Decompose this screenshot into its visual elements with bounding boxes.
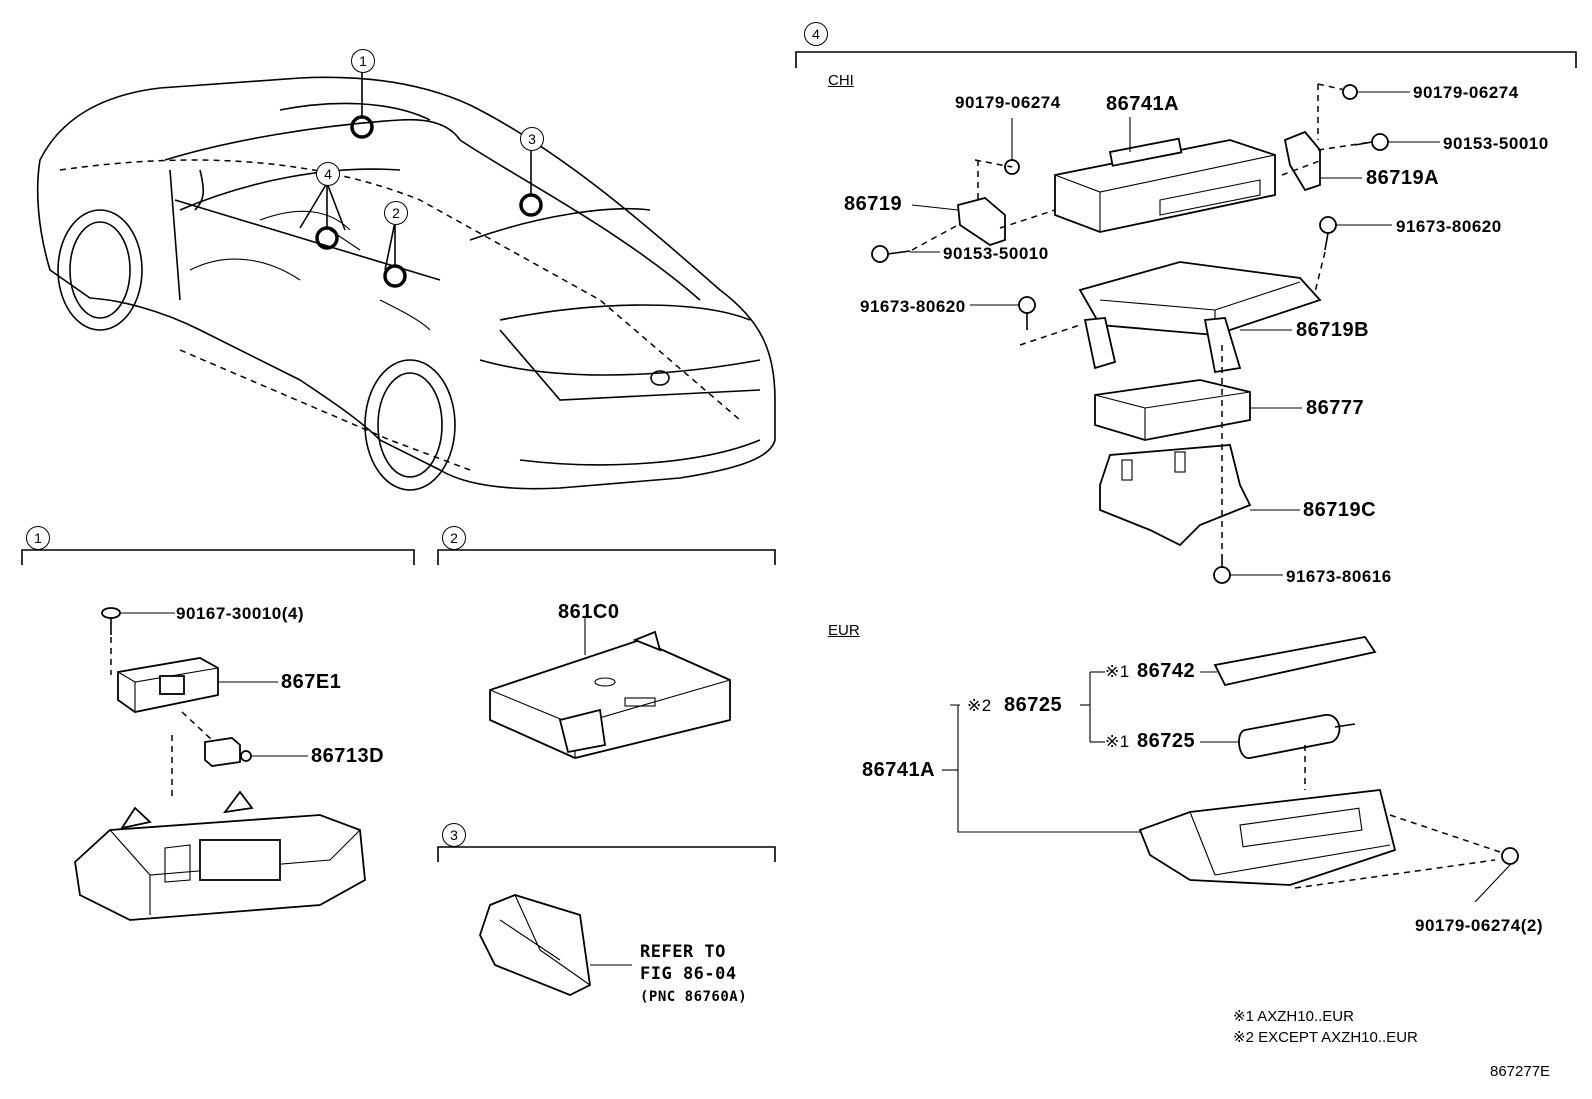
refer-to-text: REFER TO (640, 942, 726, 962)
mark-1-86742: ※1 (1105, 662, 1130, 681)
section-4-eur-parts (942, 636, 1519, 903)
part-86713D: 86713D (311, 745, 385, 767)
part-86741A-eur: 86741A (862, 759, 936, 781)
part-90153-50010-right: 90153-50010 (1443, 134, 1549, 153)
part-91673-80620-left: 91673-80620 (860, 297, 966, 316)
mark-2-86725: ※2 (967, 696, 992, 715)
section-1-parts (74, 607, 366, 921)
part-86725-bottom: 86725 (1137, 730, 1196, 752)
car-callout-3: 3 (520, 127, 544, 151)
car-callout-1: 1 (351, 49, 375, 73)
refer-pnc-text: (PNC 86760A) (640, 989, 748, 1005)
footnote-2: ※2 EXCEPT AXZH10..EUR (1233, 1029, 1418, 1046)
figure-id: 867277E (1490, 1063, 1551, 1080)
section-2-parts (489, 618, 731, 759)
part-86742: 86742 (1137, 660, 1196, 682)
car-callout-2: 2 (384, 201, 408, 225)
part-86719C: 86719C (1303, 499, 1377, 521)
section-3-parts (479, 894, 632, 996)
part-861C0: 861C0 (558, 601, 620, 623)
part-90179-06274-left: 90179-06274 (955, 93, 1061, 112)
part-86725-top: 86725 (1004, 694, 1063, 716)
section-2-number: 2 (442, 526, 466, 550)
car-callout-4: 4 (316, 162, 340, 186)
part-91673-80620-right: 91673-80620 (1396, 217, 1502, 236)
part-867E1: 867E1 (281, 671, 342, 693)
section-4-chi-parts (871, 83, 1440, 584)
part-90179-06274-2: 90179-06274(2) (1415, 916, 1543, 935)
part-86777: 86777 (1306, 397, 1365, 419)
part-86719: 86719 (844, 193, 903, 215)
part-86741A-chi: 86741A (1106, 93, 1180, 115)
part-90153-50010-left: 90153-50010 (943, 244, 1049, 263)
footnote-1: ※1 AXZH10..EUR (1233, 1008, 1354, 1025)
region-eur-label: EUR (828, 622, 860, 639)
part-90167-30010: 90167-30010(4) (176, 604, 304, 623)
part-90179-06274-right: 90179-06274 (1413, 83, 1519, 102)
mark-1-86725: ※1 (1105, 732, 1130, 751)
section-3-number: 3 (442, 823, 466, 847)
part-86719A: 86719A (1366, 167, 1440, 189)
refer-fig-text: FIG 86-04 (640, 964, 737, 984)
car-illustration (36, 70, 776, 491)
section-4-bracket (795, 51, 1577, 68)
region-chi-label: CHI (828, 72, 854, 89)
part-91673-80616: 91673-80616 (1286, 567, 1392, 586)
part-86719B: 86719B (1296, 319, 1370, 341)
section-1-bracket (21, 549, 415, 565)
section-1-number: 1 (26, 526, 50, 550)
section-2-bracket (437, 549, 776, 565)
section-4-number: 4 (804, 22, 828, 46)
section-3-bracket (437, 846, 776, 862)
